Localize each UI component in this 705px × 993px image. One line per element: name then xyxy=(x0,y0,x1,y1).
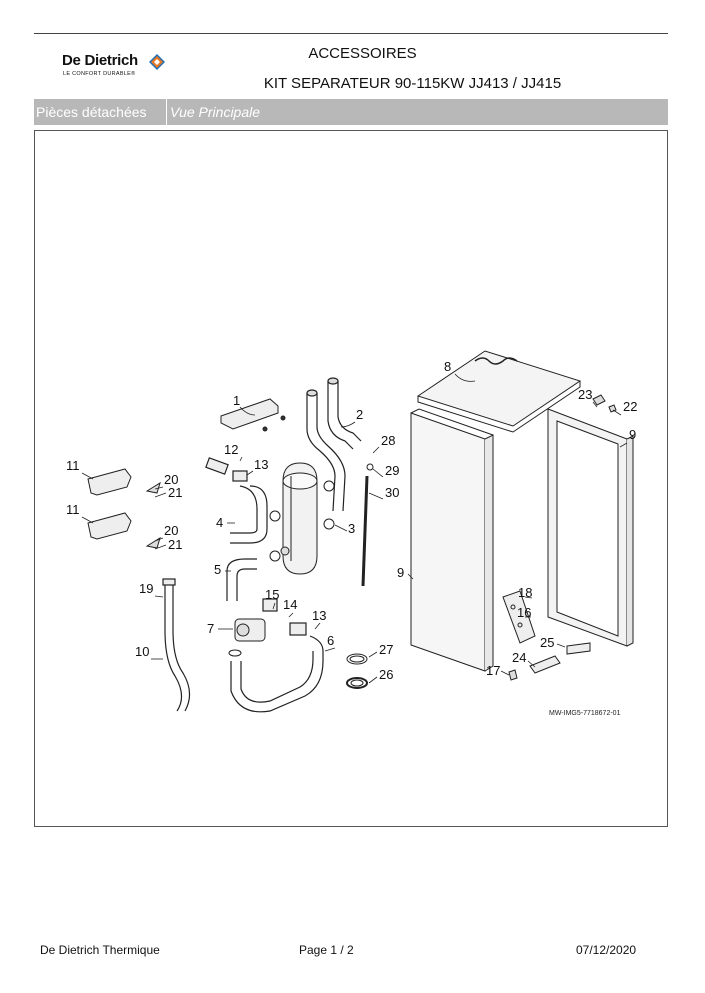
callout-25: 25 xyxy=(540,635,554,650)
callout-labels: 8 23 22 9 1 2 12 13 28 29 30 11 20 21 11… xyxy=(66,359,637,682)
callout-4: 4 xyxy=(216,515,223,530)
brand-logo: De Dietrich LE CONFORT DURABLE® xyxy=(62,52,182,82)
part-small-fittings xyxy=(508,394,617,681)
exploded-parts-diagram: 8 23 22 9 1 2 12 13 28 29 30 11 20 21 11… xyxy=(66,350,637,717)
callout-23: 23 xyxy=(578,387,592,402)
callout-30: 30 xyxy=(385,485,399,500)
brand-tagline: LE CONFORT DURABLE® xyxy=(63,71,136,77)
part-brackets-11 xyxy=(87,468,161,549)
callout-5: 5 xyxy=(214,562,221,577)
callout-20-b: 20 xyxy=(164,523,178,538)
footer-company: De Dietrich Thermique xyxy=(40,943,160,957)
footer-page: Page 1 / 2 xyxy=(299,943,354,957)
callout-7: 7 xyxy=(207,621,214,636)
part-frame-right xyxy=(547,408,634,647)
brand-diamond-icon xyxy=(149,54,165,70)
callout-13-b: 13 xyxy=(312,608,326,623)
section-label: Pièces détachées xyxy=(34,99,167,125)
callout-29: 29 xyxy=(385,463,399,478)
footer-date: 07/12/2020 xyxy=(576,943,637,957)
callout-28: 28 xyxy=(381,433,395,448)
section-bar: Pièces détachées Vue Principale xyxy=(34,99,668,125)
brand-name: De Dietrich xyxy=(62,52,138,69)
header-rule xyxy=(34,33,668,34)
callout-19: 19 xyxy=(139,581,153,596)
callout-9: 9 xyxy=(629,427,636,442)
part-bracket xyxy=(502,590,536,644)
part-separator-tank xyxy=(280,462,318,575)
page-title: ACCESSOIRES xyxy=(308,45,417,62)
callout-11: 11 xyxy=(66,458,80,473)
part-seals xyxy=(346,653,368,689)
callout-1: 1 xyxy=(233,393,240,408)
callout-27: 27 xyxy=(379,642,393,657)
part-hose xyxy=(162,578,191,712)
part-rod xyxy=(361,475,369,587)
view-label: Vue Principale xyxy=(170,104,261,120)
callout-16: 16 xyxy=(517,605,531,620)
part-loop-pipe xyxy=(230,635,324,713)
callout-22: 22 xyxy=(623,399,637,414)
callout-11-b: 11 xyxy=(66,502,80,517)
callout-14: 14 xyxy=(283,597,297,612)
exploded-diagram-frame: 8 23 22 9 1 2 12 13 28 29 30 11 20 21 11… xyxy=(34,130,668,827)
callout-15: 15 xyxy=(265,587,279,602)
callout-18: 18 xyxy=(518,585,532,600)
callout-21-b: 21 xyxy=(168,537,182,552)
callout-12: 12 xyxy=(224,442,238,457)
callout-20: 20 xyxy=(164,472,178,487)
part-o-rings xyxy=(262,415,374,562)
callout-6: 6 xyxy=(327,633,334,648)
callout-21: 21 xyxy=(168,485,182,500)
callout-8: 8 xyxy=(444,359,451,374)
callout-9-b: 9 xyxy=(397,565,404,580)
callout-13: 13 xyxy=(254,457,268,472)
callout-2: 2 xyxy=(356,407,363,422)
callout-24: 24 xyxy=(512,650,526,665)
callout-26: 26 xyxy=(379,667,393,682)
callout-3: 3 xyxy=(348,521,355,536)
callout-17: 17 xyxy=(486,663,500,678)
callout-10: 10 xyxy=(135,644,149,659)
page-subtitle: KIT SEPARATEUR 90-115KW JJ413 / JJ415 xyxy=(263,75,562,92)
part-side-panel-left xyxy=(410,408,494,672)
callout-leaders xyxy=(81,373,628,684)
part-top-plate xyxy=(416,350,582,433)
part-pump xyxy=(228,618,266,657)
image-reference: MW-IMG5-7718672-01 xyxy=(549,710,621,717)
